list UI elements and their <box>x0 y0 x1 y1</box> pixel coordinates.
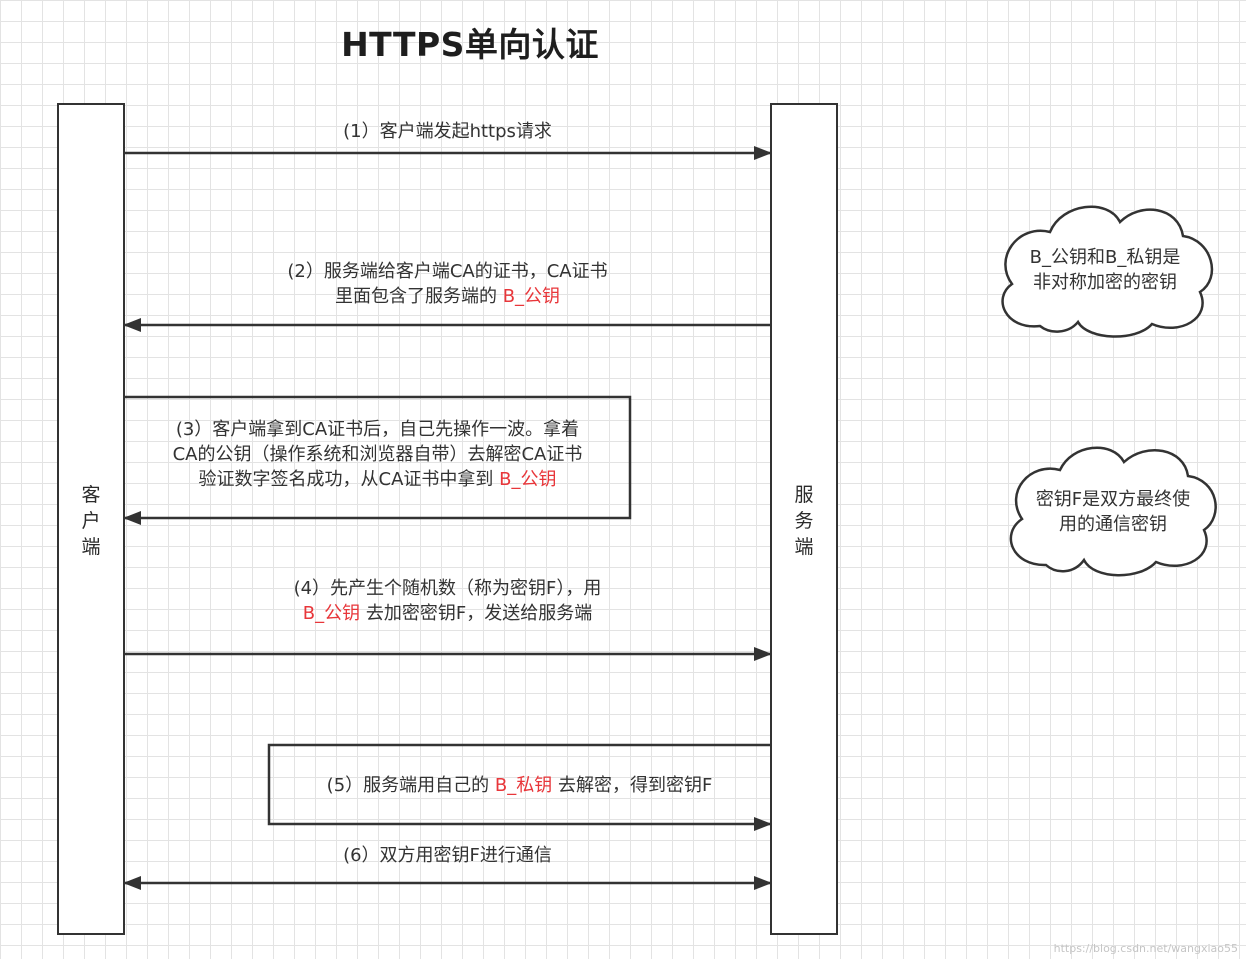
step-3-label: (3）客户端拿到CA证书后，自己先操作一波。拿着 CA的公钥（操作系统和浏览器自带… <box>125 417 630 492</box>
step-line: (6）双方用密钥F进行通信 <box>125 843 770 868</box>
step-text: (2）服务端给客户端CA的证书，CA证书 <box>287 261 608 282</box>
key-highlight: B_公钥 <box>499 469 557 490</box>
step-line: (4）先产生个随机数（称为密钥F），用 <box>125 576 770 601</box>
step-text: (5）服务端用自己的 <box>326 775 495 796</box>
key-highlight: B_公钥 <box>502 286 561 307</box>
step-line: (1）客户端发起https请求 <box>125 119 770 144</box>
step-text: 里面包含了服务端的 <box>334 286 503 307</box>
step-text: (1）客户端发起https请求 <box>343 121 552 142</box>
arrow-step-5 <box>267 743 772 831</box>
step-6-label: (6）双方用密钥F进行通信 <box>125 843 770 868</box>
step-line: (5）服务端用自己的 B_私钥 去解密，得到密钥F <box>269 773 770 798</box>
step-2-label: (2）服务端给客户端CA的证书，CA证书里面包含了服务端的 B_公钥 <box>125 259 770 309</box>
step-text: 去加密密钥F，发送给服务端 <box>360 603 593 624</box>
watermark: https://blog.csdn.net/wangxiao55 <box>1053 942 1238 955</box>
step-line: 验证数字签名成功，从CA证书中拿到 B_公钥 <box>125 467 630 492</box>
step-text: (3）客户端拿到CA证书后，自己先操作一波。拿着 <box>175 419 580 440</box>
key-highlight: B_公钥 <box>302 603 361 624</box>
step-text: 去解密，得到密钥F <box>552 775 713 796</box>
diagram-title: HTTPS单向认证 <box>341 25 599 64</box>
step-line: (3）客户端拿到CA证书后，自己先操作一波。拿着 <box>125 417 630 442</box>
server-label: 服务端 <box>794 484 814 558</box>
step-line: B_公钥 去加密密钥F，发送给服务端 <box>125 601 770 626</box>
arrow-step-3 <box>123 395 632 525</box>
step-line: CA的公钥（操作系统和浏览器自带）去解密CA证书 <box>125 442 630 467</box>
step-1-label: (1）客户端发起https请求 <box>125 119 770 144</box>
step-line: (2）服务端给客户端CA的证书，CA证书 <box>125 259 770 284</box>
step-text: (4）先产生个随机数（称为密钥F），用 <box>293 578 602 599</box>
client-label: 客户端 <box>81 484 101 558</box>
step-text: 验证数字签名成功，从CA证书中拿到 <box>198 469 500 490</box>
key-highlight: B_私钥 <box>494 775 553 796</box>
server-lifeline <box>770 103 838 935</box>
step-line: 里面包含了服务端的 B_公钥 <box>125 284 770 309</box>
step-5-label: (5）服务端用自己的 B_私钥 去解密，得到密钥F <box>269 773 770 798</box>
step-text: CA的公钥（操作系统和浏览器自带）去解密CA证书 <box>172 444 583 465</box>
client-lifeline <box>57 103 125 935</box>
step-text: (6）双方用密钥F进行通信 <box>343 845 552 866</box>
note-session-key-text: 密钥F是双方最终使用的通信密钥 <box>1035 489 1191 535</box>
note-keypair-text: B_公钥和B_私钥是非对称加密的密钥 <box>1029 247 1181 293</box>
